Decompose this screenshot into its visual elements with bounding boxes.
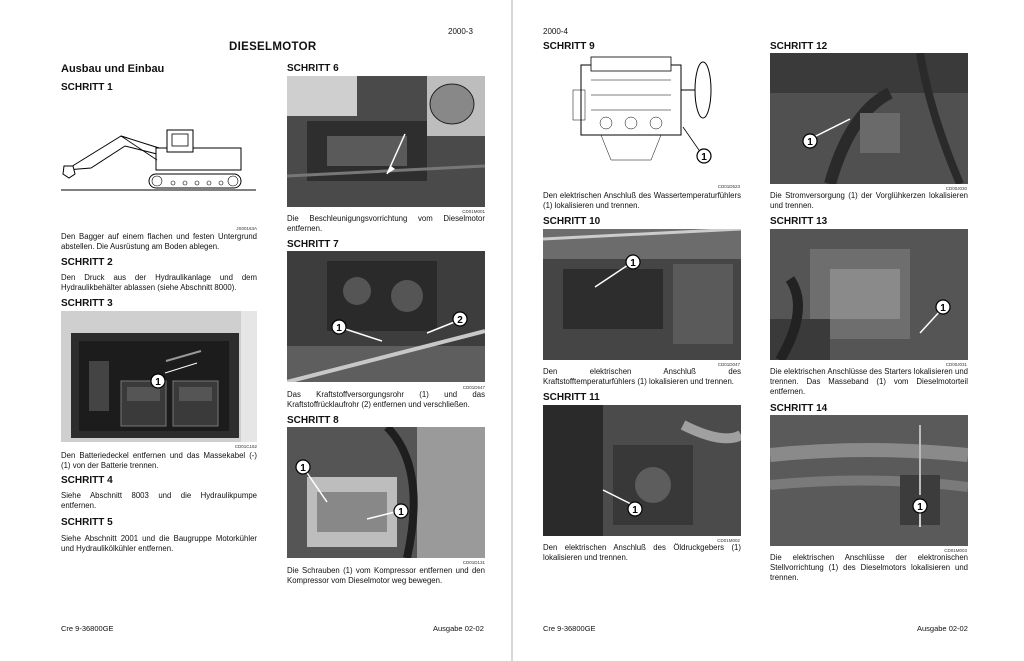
step-11-text: Den elektrischen Anschluß des Öldruckgeb… [543, 543, 741, 562]
step-12-label: SCHRITT 12 [770, 41, 828, 52]
callout-1 [802, 133, 818, 149]
callout-1 [935, 299, 951, 315]
battery-photo: 1 [61, 311, 257, 442]
step-14-text: Die elektrischen Anschlüsse der elektron… [770, 553, 968, 582]
left-page: 2000-3 DIESELMOTOR Ausbau und Einbau SCH… [0, 0, 511, 661]
callout-2-number: 2 [457, 315, 463, 326]
footer-doc-number: Cre 9-36800GE [61, 624, 114, 633]
figure-code: CD00J031 [945, 362, 967, 367]
figure-code: CD01M002 [717, 538, 740, 543]
fuel-temp-sensor-photo: 1 [543, 229, 741, 360]
excavator-illustration [61, 118, 261, 198]
step-5-label: SCHRITT 5 [61, 517, 113, 528]
step-9-label: SCHRITT 9 [543, 41, 595, 52]
step-8-label: SCHRITT 8 [287, 415, 339, 426]
step-13-label: SCHRITT 13 [770, 216, 828, 227]
callout-1 [696, 148, 712, 164]
page-title: DIESELMOTOR [229, 41, 317, 53]
footer-edition: Ausgabe 02-02 [917, 624, 968, 633]
step-2-label: SCHRITT 2 [61, 257, 113, 268]
step-5-text: Siehe Abschnitt 2001 und die Baugruppe M… [61, 534, 257, 553]
figure-code: CD01M003 [944, 548, 967, 553]
page-gutter [511, 0, 513, 661]
figure-code: CD01D547 [462, 385, 485, 390]
figure-code: CD01C162 [234, 444, 257, 449]
callout-1 [625, 254, 641, 270]
figure-code: CD01D131 [462, 560, 485, 565]
figure-code: CD01M001 [462, 209, 485, 214]
callout-1-number: 1 [917, 502, 923, 513]
step-1-label: SCHRITT 1 [61, 82, 113, 93]
callout-1 [150, 373, 166, 389]
glow-plug-supply-photo: 1 [770, 53, 968, 184]
actuator-photo: 1 [770, 415, 968, 546]
callout-1-number: 1 [398, 507, 404, 518]
figure-code: JS00163A [236, 226, 257, 231]
step-4-label: SCHRITT 4 [61, 475, 113, 486]
step-10-label: SCHRITT 10 [543, 216, 601, 227]
step-4-text: Siehe Abschnitt 8003 und die Hydraulikpu… [61, 491, 257, 510]
callout-1-number: 1 [701, 152, 707, 163]
figure-code: CD01D523 [717, 184, 740, 189]
section-title: Ausbau und Einbau [61, 63, 165, 75]
engine-illustration: 1 [571, 55, 721, 170]
callout-1-number: 1 [632, 505, 638, 516]
figure-code: CD01D047 [717, 362, 740, 367]
step-2-text: Den Druck aus der Hydraulikanlage und de… [61, 273, 257, 292]
callout-1-number: 1 [940, 303, 946, 314]
callout-1-number: 1 [807, 137, 813, 148]
step-6-label: SCHRITT 6 [287, 63, 339, 74]
callout-1-number: 1 [155, 377, 161, 388]
callout-2 [452, 311, 468, 327]
oil-pressure-sender-photo: 1 [543, 405, 741, 536]
step-1-text: Den Bagger auf einem flachen und festen … [61, 232, 257, 251]
accelerator-photo [287, 76, 485, 207]
footer-doc-number: Cre 9-36800GE [543, 624, 596, 633]
step-10-text: Den elektrischen Anschluß des Kraftstoff… [543, 367, 741, 386]
callout-1-number: 1 [300, 463, 306, 474]
step-11-label: SCHRITT 11 [543, 392, 600, 403]
page-number: 2000-4 [543, 27, 568, 36]
figure-code: CD00J030 [945, 186, 967, 191]
step-8-text: Die Schrauben (1) vom Kompressor entfern… [287, 566, 485, 585]
step-7-text: Das Kraftstoffversorgungsrohr (1) und da… [287, 390, 485, 409]
callout-1 [393, 503, 409, 519]
step-3-text: Den Batteriedeckel entfernen und das Mas… [61, 451, 257, 470]
callout-1-number: 1 [630, 258, 636, 269]
callout-1 [627, 501, 643, 517]
step-14-label: SCHRITT 14 [770, 403, 828, 414]
step-3-label: SCHRITT 3 [61, 298, 113, 309]
fuel-lines-photo: 1 2 [287, 251, 485, 382]
starter-photo: 1 [770, 229, 968, 360]
step-6-text: Die Beschleunigungsvorrichtung vom Diese… [287, 214, 485, 233]
callout-1 [331, 319, 347, 335]
step-13-text: Die elektrischen Anschlüsse des Starters… [770, 367, 968, 396]
callout-1 [295, 459, 311, 475]
callout-1 [912, 498, 928, 514]
step-9-text: Den elektrischen Anschluß des Wassertemp… [543, 191, 741, 210]
compressor-photo: 1 1 [287, 427, 485, 558]
step-7-label: SCHRITT 7 [287, 239, 339, 250]
page-number: 2000-3 [448, 27, 473, 36]
footer-edition: Ausgabe 02-02 [433, 624, 484, 633]
right-page: 2000-4 SCHRITT 9 1 CD01D523 Den elektris… [513, 0, 1024, 661]
step-12-text: Die Stromversorgung (1) der Vorglühkerze… [770, 191, 968, 210]
callout-1-number: 1 [336, 323, 342, 334]
